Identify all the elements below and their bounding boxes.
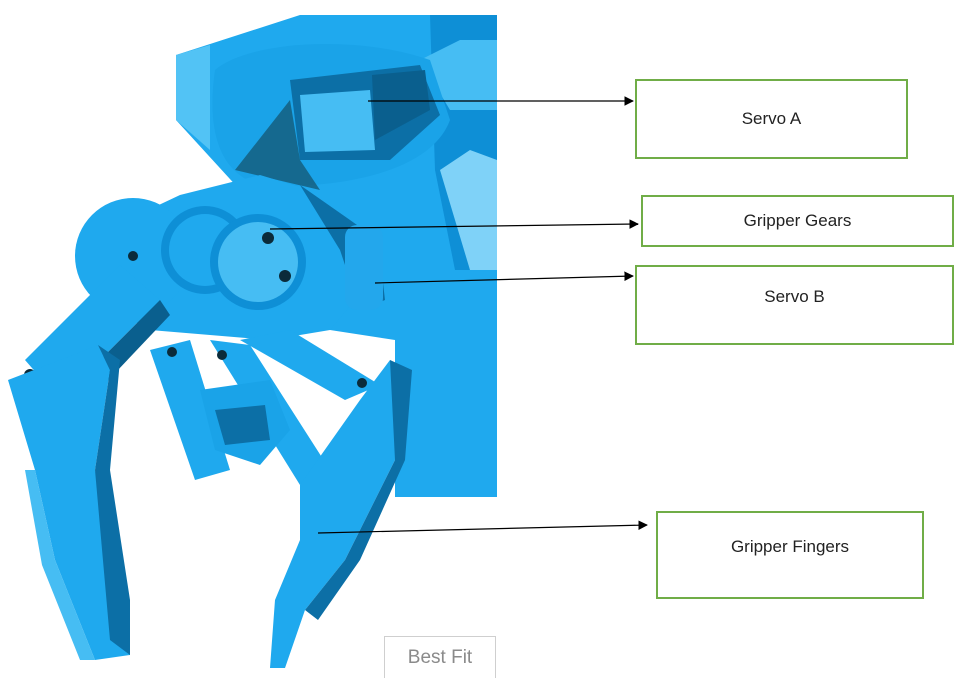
label-gripper-gears: Gripper Gears — [641, 195, 954, 247]
label-servo-b: Servo B — [635, 265, 954, 345]
label-gripper-fingers: Gripper Fingers — [656, 511, 924, 599]
best-fit-button[interactable]: Best Fit — [384, 636, 496, 678]
gripper-finger-left — [8, 345, 130, 660]
label-servo-a: Servo A — [635, 79, 908, 159]
gripper-finger-right — [270, 360, 412, 668]
